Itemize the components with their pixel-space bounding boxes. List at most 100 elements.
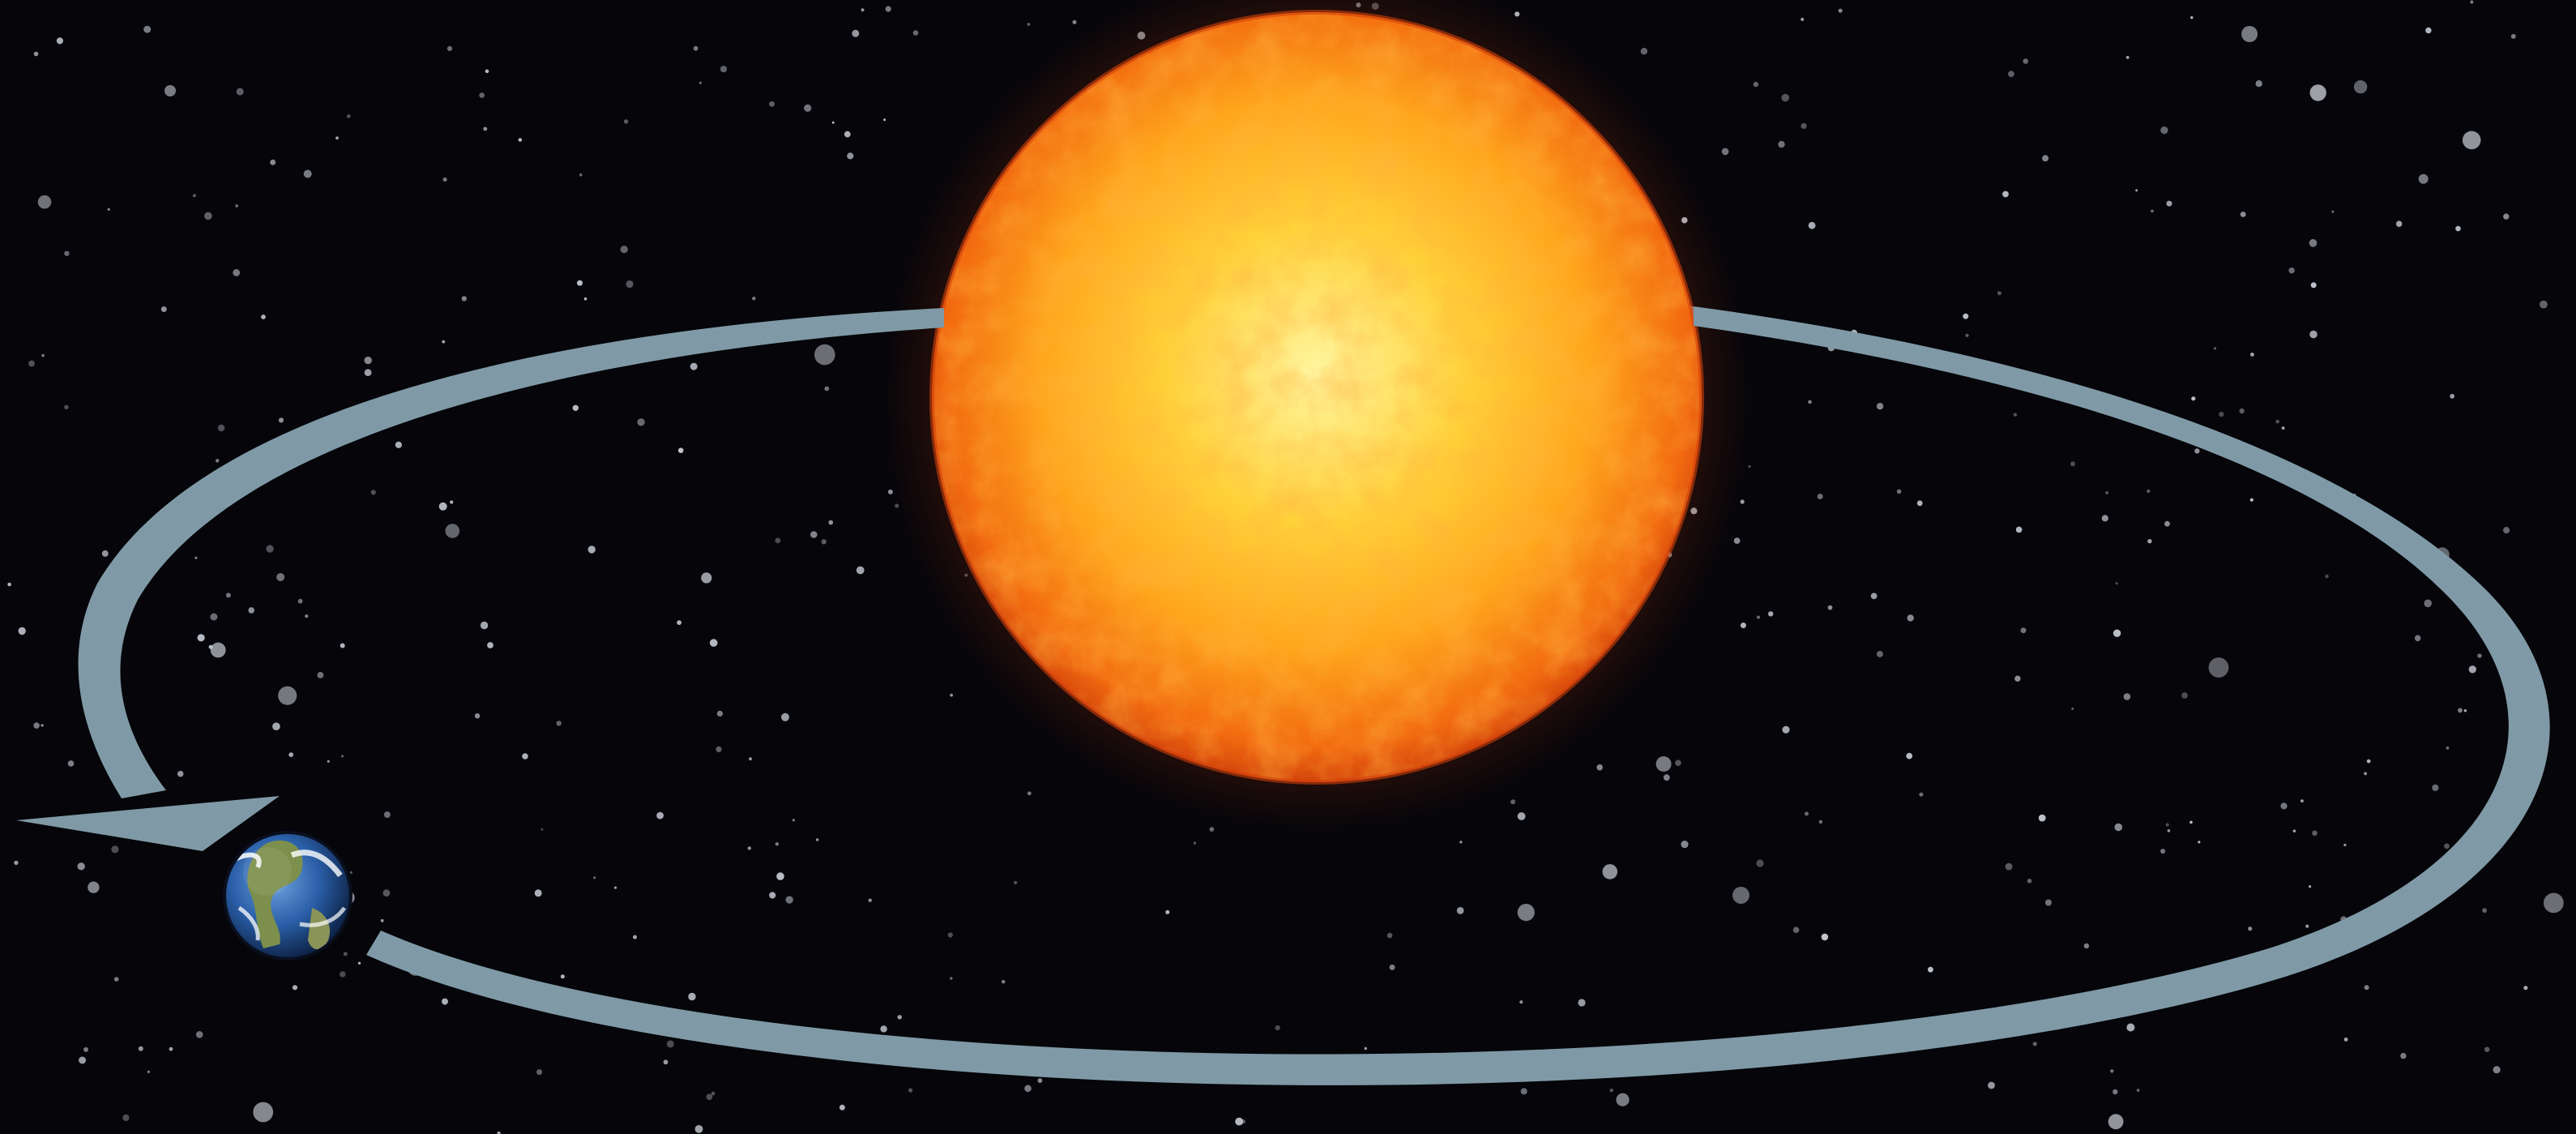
star <box>886 6 891 12</box>
star <box>1917 500 1923 506</box>
star <box>2033 1042 2037 1046</box>
star <box>169 1047 173 1051</box>
star <box>68 760 75 767</box>
star <box>1822 934 1829 941</box>
star <box>317 672 323 678</box>
star <box>279 417 284 422</box>
star <box>2112 1089 2117 1094</box>
star <box>2511 34 2516 39</box>
star <box>248 607 254 614</box>
star <box>347 114 351 118</box>
star <box>177 771 184 777</box>
star <box>2503 527 2510 533</box>
star <box>1027 23 1031 26</box>
star <box>1757 615 1760 618</box>
star <box>2191 396 2195 400</box>
star <box>462 296 467 301</box>
star <box>1073 20 1077 24</box>
star <box>446 524 460 538</box>
star <box>1459 841 1462 843</box>
star <box>781 713 789 721</box>
star <box>344 952 348 956</box>
star <box>1732 887 1749 904</box>
star <box>483 127 487 131</box>
star <box>1681 841 1688 848</box>
star <box>832 122 835 124</box>
star <box>626 280 633 288</box>
star <box>450 500 453 503</box>
star <box>1578 999 1585 1006</box>
star <box>792 819 795 821</box>
star <box>237 88 244 96</box>
star <box>1808 400 1812 404</box>
star <box>561 974 565 978</box>
star <box>775 537 781 543</box>
star <box>298 599 303 604</box>
star <box>210 614 217 621</box>
star <box>211 643 226 658</box>
star <box>2045 900 2052 906</box>
star <box>442 340 445 344</box>
star <box>2084 944 2089 948</box>
star <box>633 935 637 939</box>
star <box>2310 84 2326 101</box>
star <box>1801 18 1804 21</box>
star <box>852 30 859 37</box>
star <box>1194 842 1196 845</box>
star <box>577 280 583 286</box>
star <box>1754 82 1758 87</box>
star <box>64 405 68 409</box>
star <box>1793 926 1800 933</box>
star <box>481 622 488 629</box>
star <box>443 178 447 182</box>
star <box>710 639 718 647</box>
star <box>1778 141 1784 148</box>
star <box>79 1057 86 1064</box>
star <box>83 1047 88 1052</box>
star <box>908 1089 912 1093</box>
star <box>2241 212 2246 217</box>
star <box>1809 222 1816 229</box>
star <box>624 119 628 123</box>
star <box>41 724 44 726</box>
star <box>272 722 280 730</box>
star <box>1782 726 1789 734</box>
star <box>2482 908 2487 913</box>
star <box>720 66 727 72</box>
star <box>2458 708 2463 712</box>
star <box>2248 926 2252 931</box>
star <box>701 572 711 583</box>
star <box>2256 80 2262 87</box>
star <box>1805 811 1809 815</box>
star <box>7 583 11 587</box>
star <box>656 812 664 819</box>
star <box>584 297 587 301</box>
star <box>1871 593 1878 599</box>
star <box>1741 623 1746 628</box>
star <box>2110 1069 2113 1072</box>
star <box>33 722 40 729</box>
star <box>1241 1119 1245 1123</box>
star <box>2102 515 2108 521</box>
star <box>1768 611 1773 616</box>
star <box>2288 267 2294 273</box>
star <box>2016 527 2023 533</box>
star <box>2365 985 2369 990</box>
star <box>235 204 238 208</box>
star <box>804 105 811 112</box>
star <box>2419 174 2429 184</box>
star <box>535 889 542 897</box>
star <box>2364 772 2367 775</box>
star <box>327 760 330 763</box>
star <box>2464 709 2467 712</box>
star <box>2014 676 2020 682</box>
star <box>2463 131 2481 150</box>
star <box>2503 213 2509 219</box>
star <box>266 545 273 552</box>
star <box>1518 812 1526 820</box>
star <box>2344 1038 2348 1042</box>
star <box>439 503 447 511</box>
star <box>2219 412 2224 417</box>
star <box>216 459 219 462</box>
star <box>2415 635 2421 642</box>
